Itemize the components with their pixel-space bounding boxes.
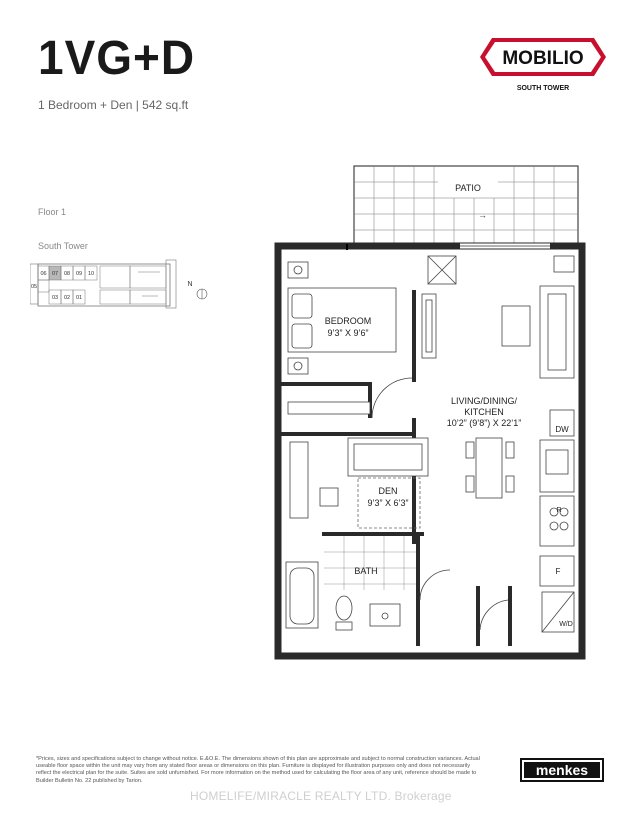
disclaimer: *Prices, sizes and specifications subjec…	[36, 756, 480, 784]
svg-text:→: →	[478, 210, 487, 220]
logo-brand: MOBILIO	[502, 48, 583, 69]
living-size: 10’2” (9’8”) X 22’1”	[447, 418, 522, 428]
outer-walls	[274, 242, 586, 660]
key-unit-08: 08	[64, 271, 70, 277]
den-label: DEN	[378, 486, 397, 496]
fridge-label: F	[556, 567, 561, 576]
key-unit-03: 03	[52, 295, 58, 301]
floor-label: Floor 1	[38, 207, 67, 217]
north-label: N	[187, 281, 192, 288]
den-furniture	[289, 437, 429, 519]
mobilio-logo: MOBILIO SOUTH TOWER	[480, 38, 606, 92]
bath-fixtures	[285, 561, 401, 631]
key-unit-06: 06	[40, 271, 46, 277]
bedroom-size: 9’3” X 9’6”	[327, 328, 368, 338]
unit-subtitle: 1 Bedroom + Den | 542 sq.ft	[38, 98, 189, 112]
patio: PATIO	[353, 165, 579, 247]
logo-tower: SOUTH TOWER	[517, 85, 569, 92]
washer-dryer-label: W/D	[559, 621, 573, 628]
bedroom-label: BEDROOM	[325, 316, 372, 326]
key-unit-07: 07	[52, 271, 58, 277]
range-label: R	[556, 507, 561, 514]
living-label-line2: KITCHEN	[464, 407, 504, 417]
bedroom-furniture	[287, 261, 437, 415]
unit-title: 1VG+D	[38, 29, 196, 85]
living-furniture	[427, 255, 575, 633]
menkes-logo: menkes	[520, 758, 604, 782]
patio-label: PATIO	[455, 183, 481, 193]
key-unit-02: 02	[64, 295, 70, 301]
watermark: HOMELIFE/MIRACLE REALTY LTD. Brokerage	[190, 789, 452, 803]
bath-label: BATH	[354, 566, 377, 576]
menkes-wordmark: menkes	[536, 762, 588, 778]
key-unit-05: 05	[31, 284, 37, 290]
key-plan: 06 07 08 09 10 05 03 02 01 N	[30, 259, 208, 309]
key-unit-01: 01	[76, 295, 82, 301]
living-label-line1: LIVING/DINING/	[451, 396, 518, 406]
logo-inner-hexagon	[485, 42, 601, 72]
den-size: 9’3” X 6’3”	[367, 498, 408, 508]
key-unit-10: 10	[88, 271, 94, 277]
key-unit-09: 09	[76, 271, 82, 277]
dishwasher-label: DW	[555, 425, 569, 434]
tower-label: South Tower	[38, 241, 88, 251]
floor-plan: PATIO BEDROOM 9’3” X 9’6”	[274, 165, 586, 660]
